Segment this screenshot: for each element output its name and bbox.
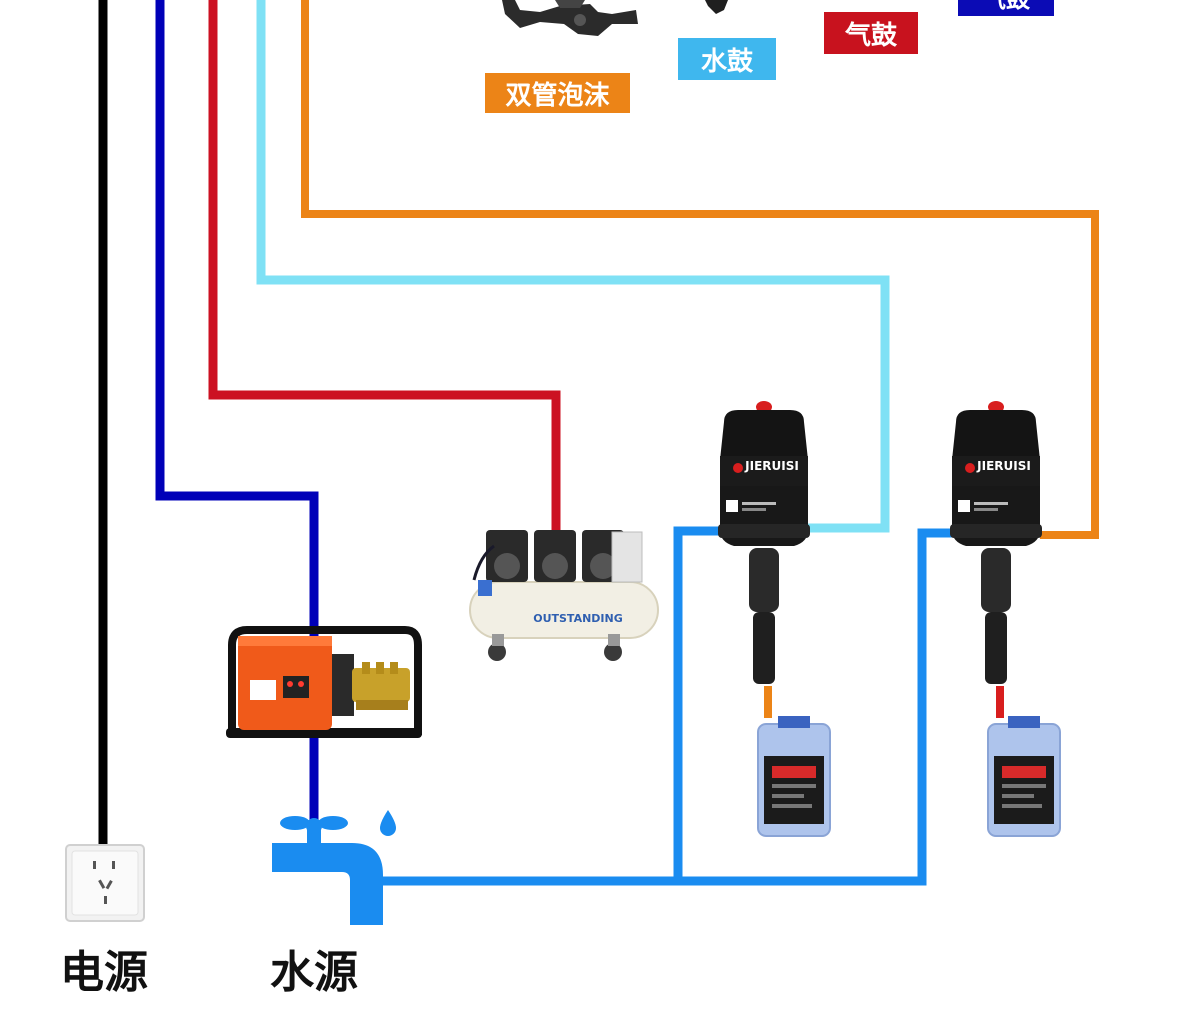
water-faucet-icon	[272, 810, 396, 925]
partial-drum-tag: 气鼓	[958, 0, 1054, 16]
dispenser-feed-line	[380, 528, 955, 886]
air-drum-tag: 气鼓	[824, 12, 918, 54]
foam-line	[301, 0, 1099, 539]
foam-dispenser-left: JIERUISI	[718, 401, 810, 684]
water-drum-icon	[705, 0, 728, 14]
detergent-jug-right-icon	[987, 715, 1061, 837]
water-drum-line	[256, 0, 890, 533]
foam-dispenser-right: JIERUISI	[950, 401, 1042, 684]
power-socket-icon	[65, 844, 145, 922]
water-source-label: 水源	[270, 947, 358, 998]
pressure-washer-icon	[226, 626, 422, 738]
dispenser-left-brand-text: JIERUISI	[744, 459, 799, 473]
dispenser-right-brand-text: JIERUISI	[976, 459, 1031, 473]
foam-tag: 双管泡沫	[485, 73, 630, 113]
foam-gun-icon	[502, 0, 638, 36]
air-compressor-icon: OUTSTANDING	[469, 530, 659, 661]
water-drum-tag: 水鼓	[678, 38, 776, 80]
power-source-label: 电源	[60, 947, 148, 998]
dispenser-feed-branch	[673, 526, 724, 881]
detergent-jug-left-icon	[757, 715, 831, 837]
air-line	[208, 0, 561, 535]
partial-drum-tag-text: 气鼓	[982, 0, 1030, 14]
compressor-brand-text: OUTSTANDING	[533, 612, 623, 625]
